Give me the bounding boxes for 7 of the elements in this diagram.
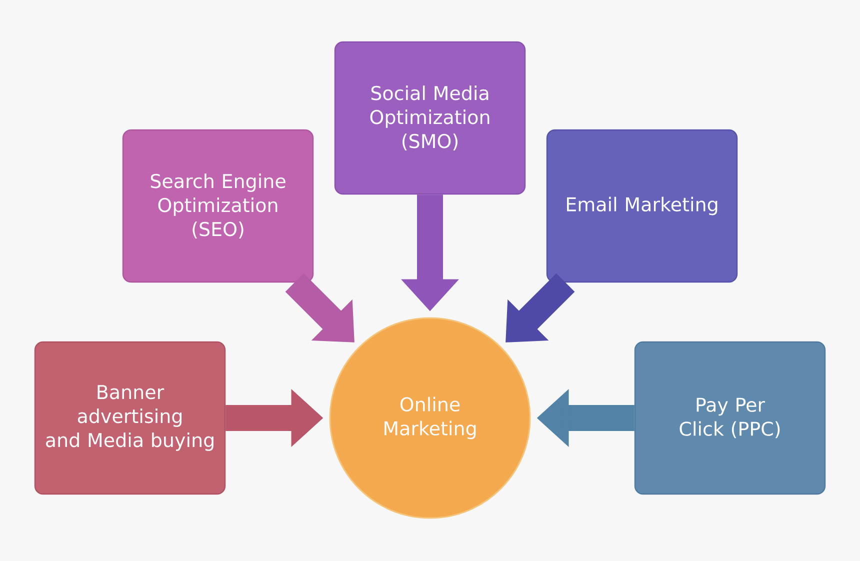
arrow [506, 273, 575, 342]
topic-box: Banner advertising and Media buying [34, 341, 226, 495]
arrow [285, 273, 354, 342]
topic-box: Pay Per Click (PPC) [634, 341, 826, 495]
topic-box: Social Media Optimization (SMO) [334, 41, 526, 195]
topic-box: Search Engine Optimization (SEO) [122, 129, 314, 283]
topic-box: Email Marketing [546, 129, 738, 283]
